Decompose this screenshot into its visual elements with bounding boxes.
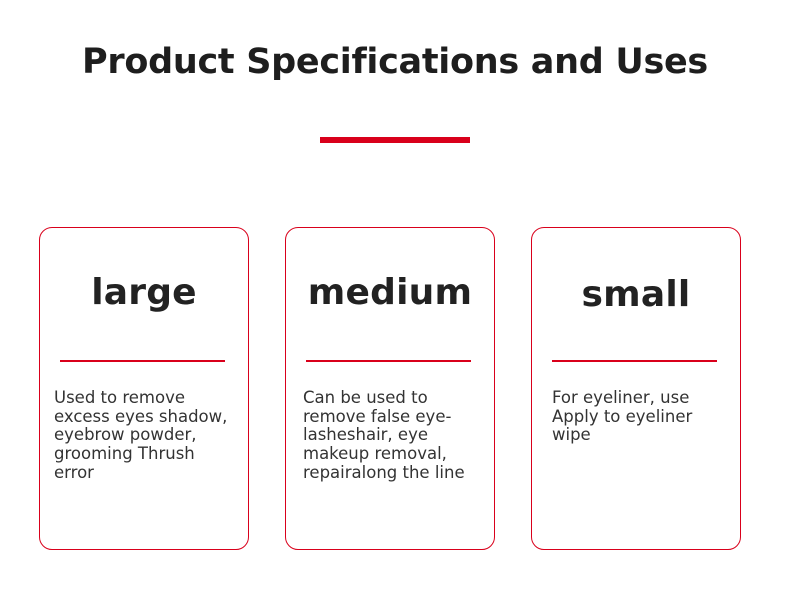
card-heading: large: [91, 272, 197, 313]
card-divider: [60, 360, 225, 362]
page-title: Product Specifications and Uses: [82, 42, 708, 82]
card-heading: medium: [307, 272, 473, 313]
card-divider: [552, 360, 717, 362]
spec-card-medium: medium Can be used to remove false eye-l…: [285, 227, 495, 550]
card-divider: [306, 360, 471, 362]
card-description: Can be used to remove false eye-lashesha…: [303, 388, 465, 482]
card-description: Used to remove excess eyes shadow, eyebr…: [54, 388, 228, 482]
title-divider: [320, 137, 470, 143]
spec-card-small: small For eyeliner, use Apply to eyeline…: [531, 227, 741, 550]
spec-card-large: large Used to remove excess eyes shadow,…: [39, 227, 249, 550]
card-description: For eyeliner, use Apply to eyeliner wipe: [552, 388, 693, 445]
card-heading: small: [581, 274, 691, 315]
